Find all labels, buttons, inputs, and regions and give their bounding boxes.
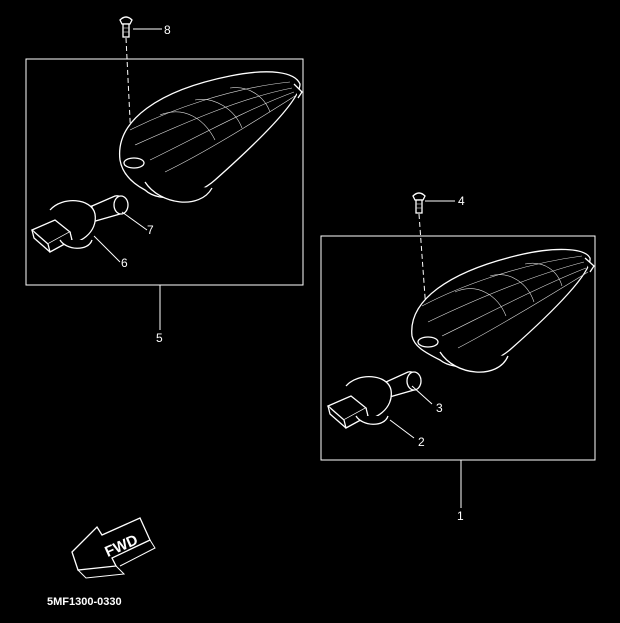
socket-2 [326,375,392,429]
callout-3: 3 [436,401,443,415]
callout-8: 8 [164,23,171,37]
leader-7 [121,211,148,231]
lens-1 [411,248,595,373]
lens-5 [119,71,303,203]
callout-6: 6 [121,256,128,270]
leader-2 [389,419,415,439]
assembly-box-5 [25,58,304,286]
screw-axis-4 [418,213,429,339]
forward-arrow-icon: FWD [71,517,156,579]
callout-1: 1 [457,509,464,523]
leader-6 [93,235,121,263]
callout-5: 5 [156,331,163,345]
socket-6 [30,199,96,253]
screw-8 [119,16,133,38]
callout-4: 4 [458,194,465,208]
drawing-code: 5MF1300-0330 [47,596,122,608]
screw-4 [412,192,426,214]
assembly-box-1 [320,235,596,461]
callout-7: 7 [147,223,154,237]
callout-2: 2 [418,435,425,449]
screw-axis-8 [125,37,133,161]
leader-3 [411,385,433,405]
